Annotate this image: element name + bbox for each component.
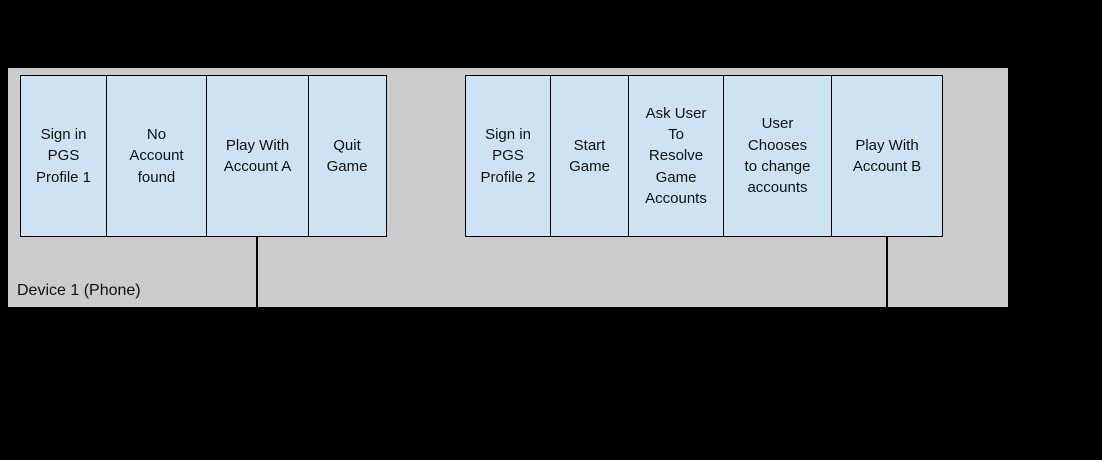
step-box-ask-user-to-resolve-game-accounts: Ask User To Resolve Game Accounts (628, 75, 724, 237)
step-box-quit-game: Quit Game (307, 75, 387, 237)
device-lane-band: Sign in PGS Profile 1 No Account found P… (8, 68, 1008, 307)
device-lane-label: Device 1 (Phone) (17, 282, 141, 299)
connector-line-account-b (886, 236, 888, 307)
step-box-play-with-account-a: Play With Account A (206, 75, 309, 237)
step-box-play-with-account-b: Play With Account B (831, 75, 943, 237)
step-box-sign-in-pgs-profile-1: Sign in PGS Profile 1 (20, 75, 107, 237)
step-box-sign-in-pgs-profile-2: Sign in PGS Profile 2 (465, 75, 551, 237)
step-box-user-chooses-to-change-accounts: User Chooses to change accounts (722, 75, 833, 237)
step-box-start-game: Start Game (549, 75, 630, 237)
step-box-no-account-found: No Account found (105, 75, 208, 237)
connector-line-account-a (256, 236, 258, 307)
